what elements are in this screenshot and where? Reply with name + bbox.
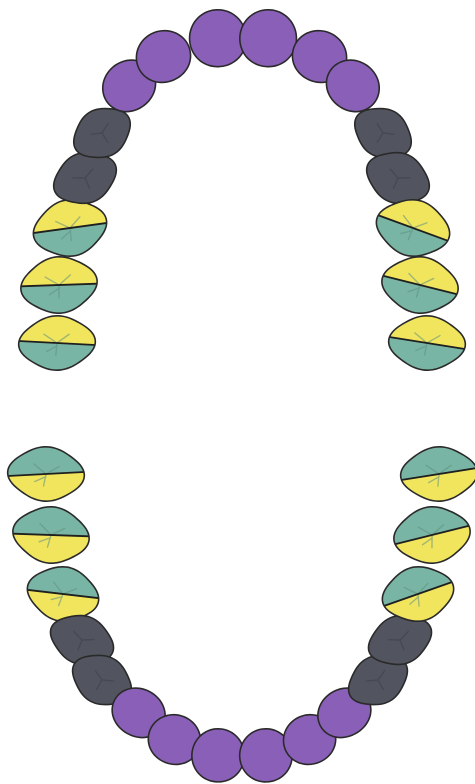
upper-right-molar-2: [374, 245, 467, 324]
lower-right-molar-3: [395, 439, 475, 509]
upper-right-molar-3: [383, 308, 470, 378]
lower-arch: [2, 439, 475, 784]
upper-left-molar-2: [13, 245, 106, 324]
upper-right-central-incisor: [237, 7, 298, 69]
tooth-crown: [237, 7, 298, 69]
upper-left-molar-3: [13, 308, 100, 378]
lower-left-molar-3: [2, 439, 89, 509]
upper-arch: [13, 7, 471, 378]
lower-right-molar-2: [386, 495, 475, 574]
lower-left-molar-2: [5, 495, 98, 574]
